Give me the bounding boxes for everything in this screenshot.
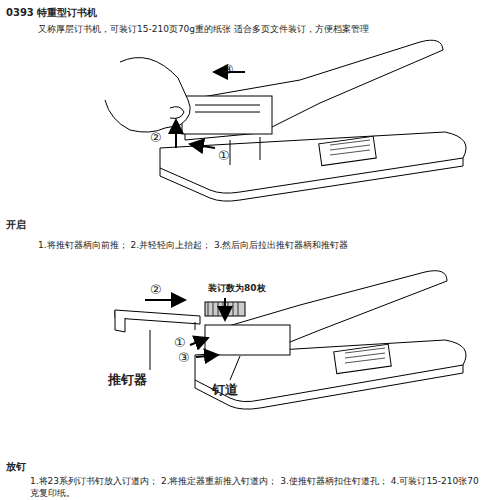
callout-number: ③ <box>222 62 234 79</box>
callout-number: ① <box>218 148 230 165</box>
part-name: 推钉器 <box>108 372 147 389</box>
page-title: 0393 特重型订书机 <box>6 6 97 19</box>
section-heading: 开启 <box>6 218 26 231</box>
top-figure <box>105 40 466 201</box>
callout-number: ③ <box>178 350 190 367</box>
step-text: 1.将推钉器柄向前推； 2.并轻轻向上抬起； 3.然后向后拉出推钉器柄和推钉器 <box>38 240 488 252</box>
callout-number: ② <box>150 282 162 299</box>
intro-text: 又称厚层订书机，可装订15-210页70g重的纸张 适合多页文件装订，方便档案管… <box>38 24 488 36</box>
bottom-figure <box>115 271 466 409</box>
callout-number: ② <box>150 130 162 147</box>
note-label: 装订数为80枚 <box>208 283 266 295</box>
section-heading: 放钉 <box>6 460 26 473</box>
step-text: 1.将23系列订书钉放入订道内； 2.将推定器重新推入钉道内； 3.使推钉器柄扣… <box>30 476 485 499</box>
callout-number: ① <box>174 335 186 352</box>
part-name: 钉道 <box>212 382 238 399</box>
